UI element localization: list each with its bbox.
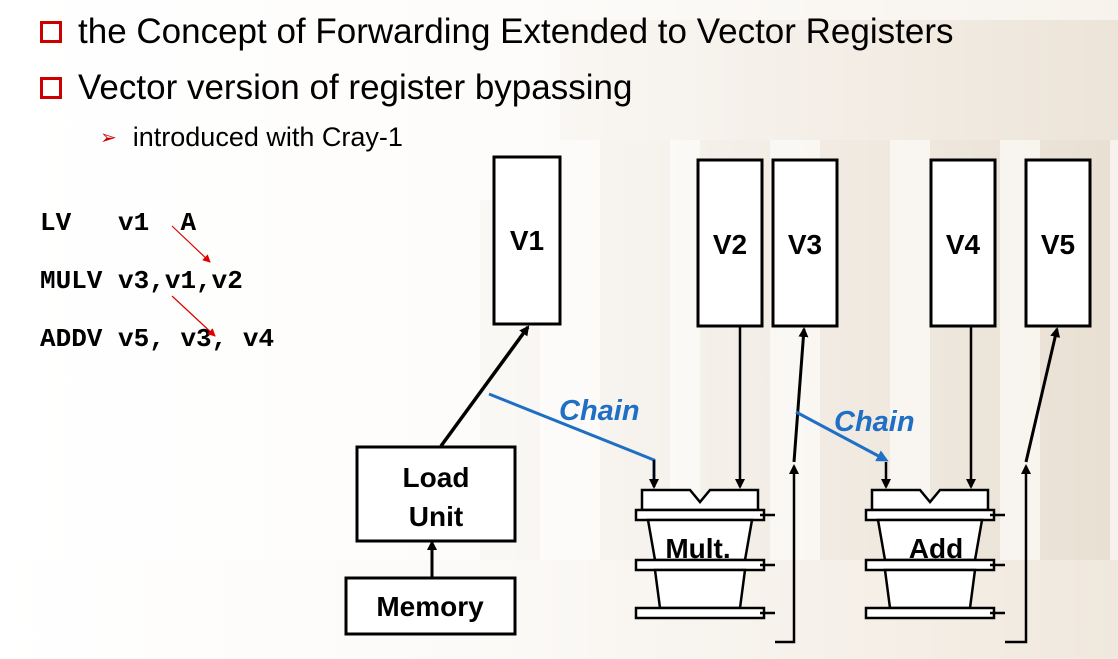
register-v1-label: V1 <box>510 225 544 256</box>
mult-label: Mult. <box>665 533 730 564</box>
chain-label-2: Chain <box>834 406 915 438</box>
sub-bullet: ➢ introduced with Cray-1 <box>100 122 403 153</box>
register-v2-label: V2 <box>713 229 747 260</box>
square-bullet-icon <box>40 77 62 99</box>
chain-label-1: Chain <box>559 395 640 427</box>
register-v1 <box>492 155 562 326</box>
code-line-lv: LV v1 A <box>40 208 196 238</box>
code-args: v1 A <box>118 208 197 238</box>
load-unit-label-line1: Load <box>403 462 470 493</box>
register-v5-label: V5 <box>1041 229 1075 260</box>
arrowhead-bullet-icon: ➢ <box>100 127 117 149</box>
code-line-addv: ADDV v5, v3, v4 <box>40 324 274 354</box>
bullet-2: Vector version of register bypassing <box>40 68 632 108</box>
square-bullet-icon <box>40 21 62 43</box>
add-output-wire <box>1005 464 1031 644</box>
dependency-arrow-v1 <box>171 225 211 263</box>
register-v5 <box>1024 158 1092 328</box>
mult-to-v3-arrow <box>792 327 809 463</box>
register-v2 <box>696 158 764 328</box>
memory-label: Memory <box>376 591 484 622</box>
bullet-2-text: Vector version of register bypassing <box>78 68 633 107</box>
code-op: MULV <box>40 266 103 296</box>
code-op: ADDV <box>40 324 103 354</box>
sub-bullet-text: introduced with Cray-1 <box>132 122 403 152</box>
bullet-1-text: the Concept of Forwarding Extended to Ve… <box>78 12 954 51</box>
register-v4-label: V4 <box>946 229 981 260</box>
add-unit <box>864 488 1005 620</box>
register-v3-label: V3 <box>788 229 822 260</box>
mult-output-wire <box>775 464 799 644</box>
code-args: v5, v3, v4 <box>118 324 275 354</box>
memory-box <box>344 576 517 636</box>
add-label: Add <box>909 533 963 564</box>
register-v3 <box>771 158 839 328</box>
code-args: v3,v1,v2 <box>118 266 243 296</box>
code-op: LV <box>40 208 72 238</box>
chain-arrow-mult-to-add <box>795 410 889 462</box>
add-to-v5-arrow <box>1024 327 1061 463</box>
mult-unit <box>634 488 775 620</box>
register-v4 <box>929 158 997 328</box>
code-line-mulv: MULV v3,v1,v2 <box>40 266 243 296</box>
dependency-arrow-v3 <box>171 295 216 337</box>
bullet-1: the Concept of Forwarding Extended to Ve… <box>40 12 953 52</box>
load-unit-label-line2: Unit <box>409 501 463 532</box>
load-to-v1-arrow <box>439 325 530 448</box>
